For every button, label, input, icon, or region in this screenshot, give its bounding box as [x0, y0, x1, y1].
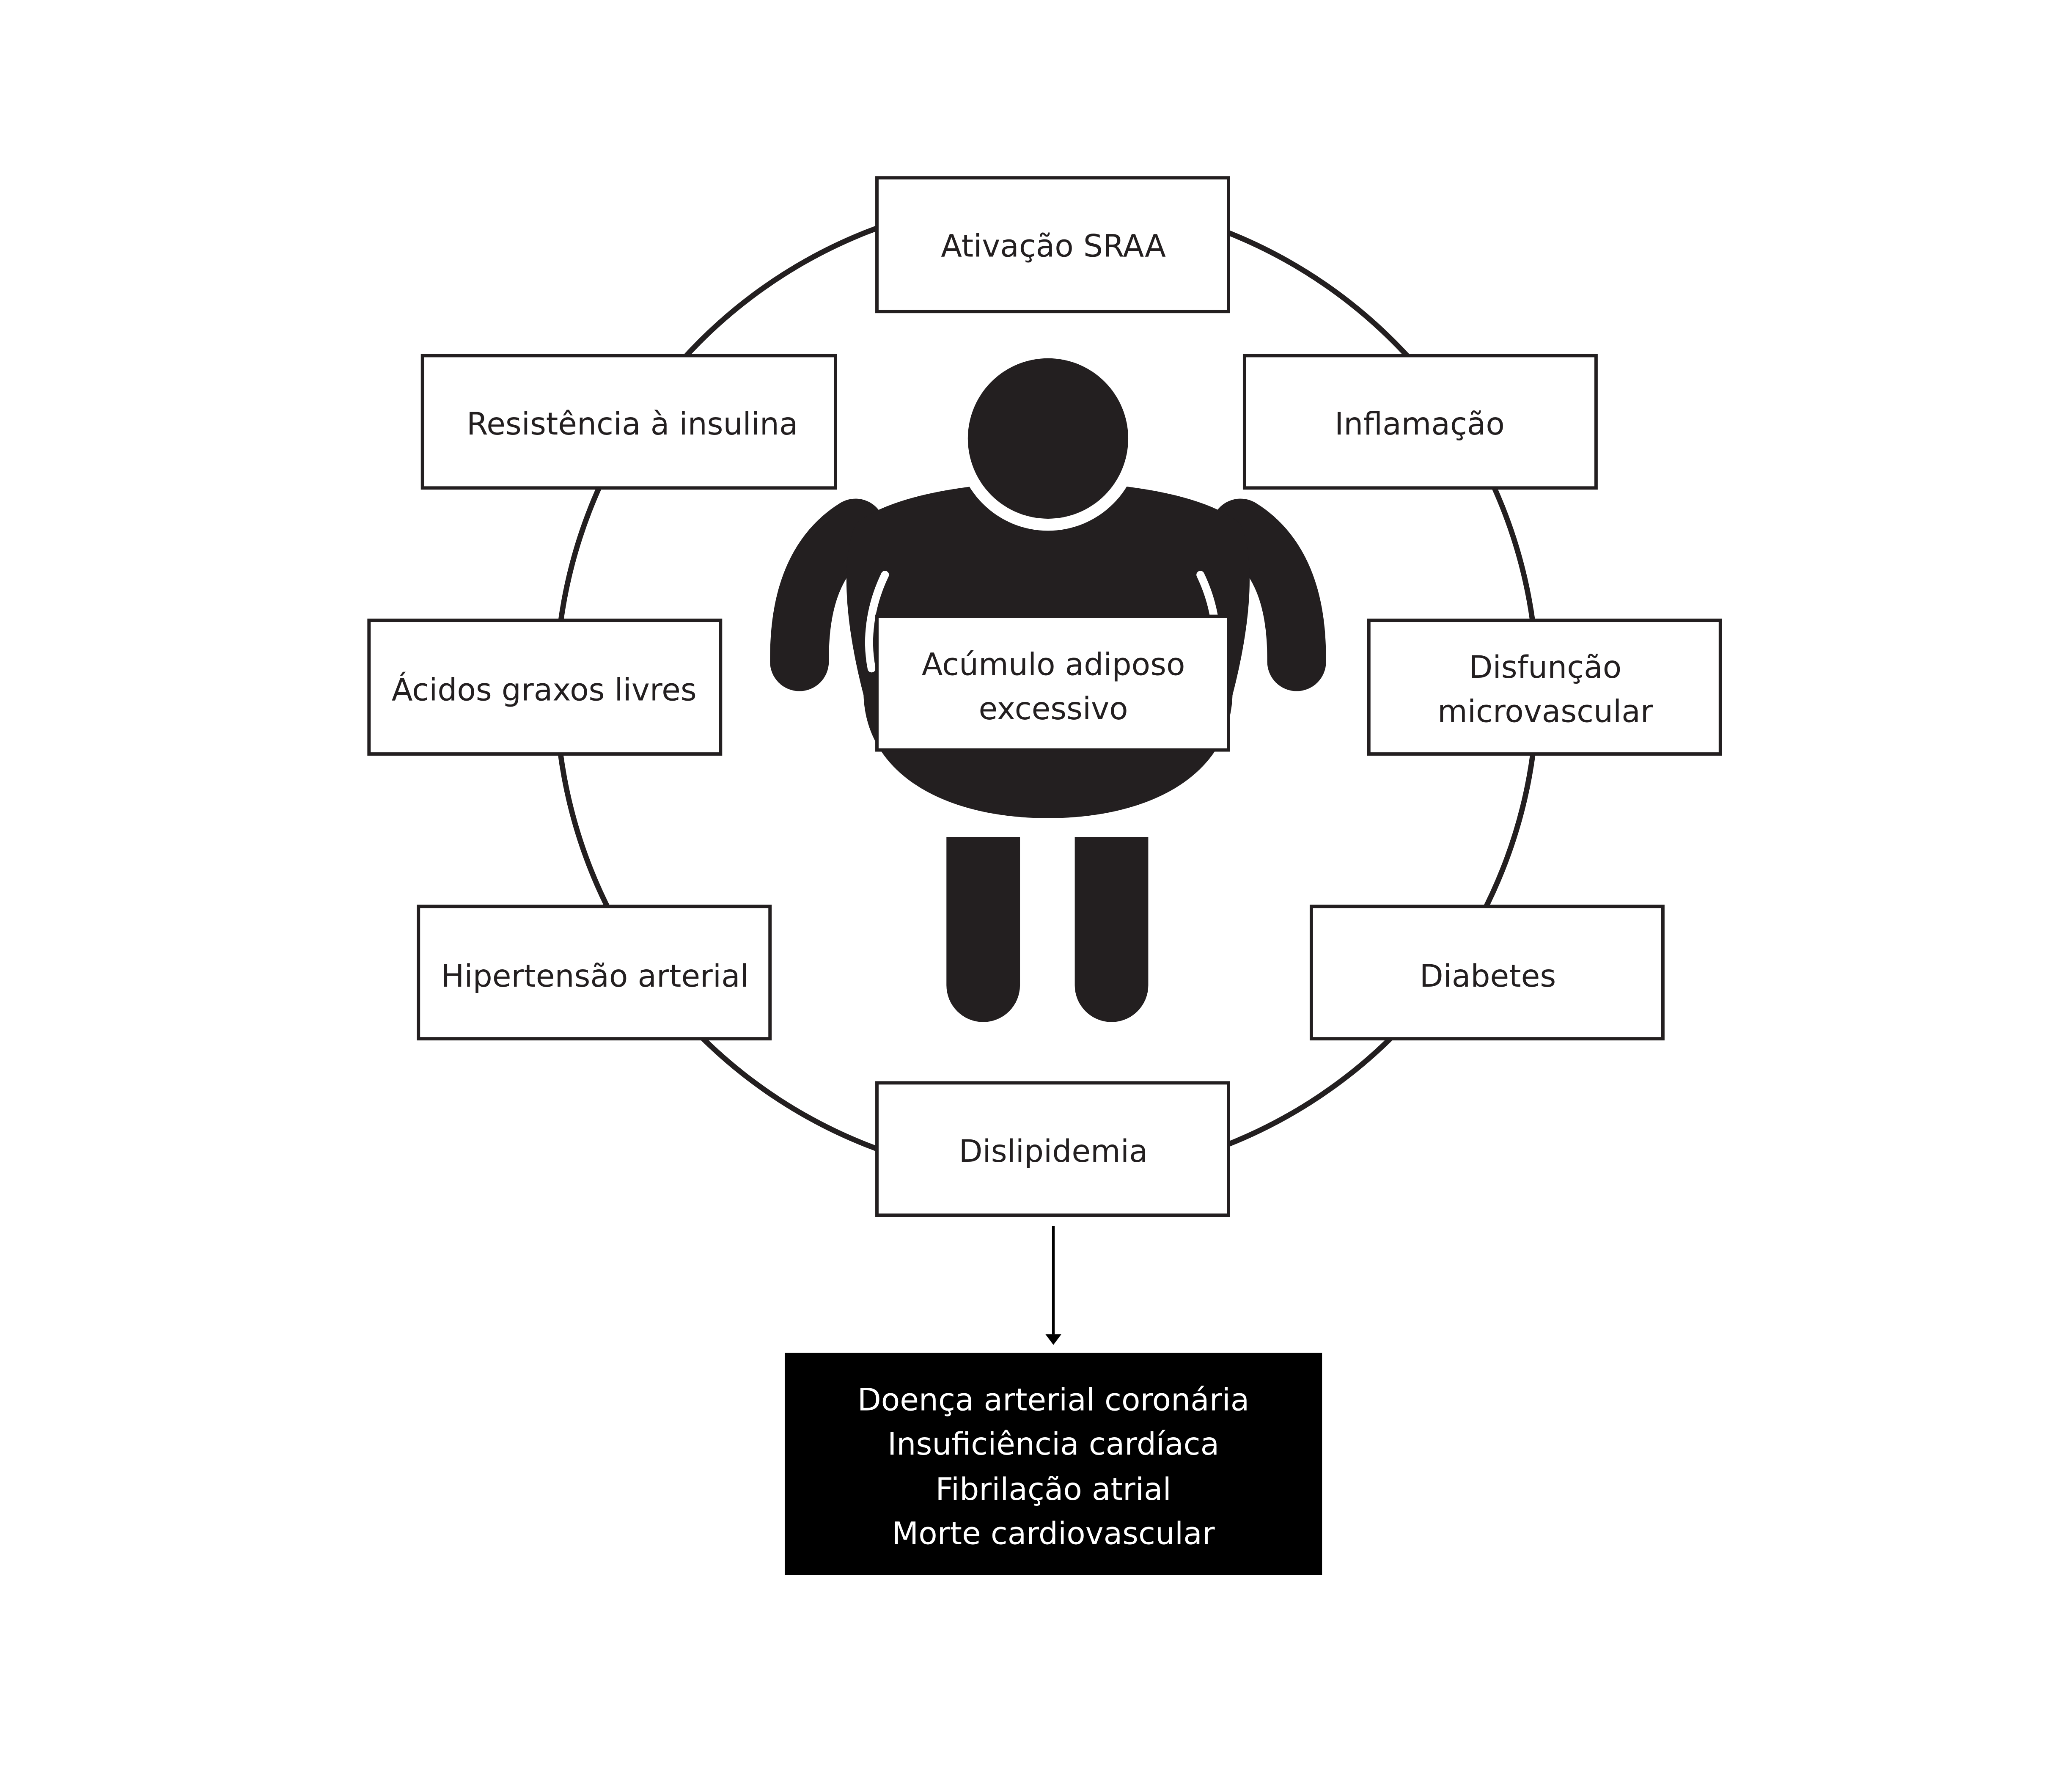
factor-label: Resistência à insulina: [467, 407, 798, 442]
factor-inflammation: Inflamação: [1242, 354, 1598, 490]
factor-label: microvascular: [1437, 694, 1653, 729]
factor-label: Hipertensão arterial: [441, 959, 749, 994]
outcome-item: Morte cardiovascular: [892, 1516, 1215, 1551]
factor-label: Diabetes: [1420, 959, 1556, 994]
down-arrow: [1045, 1226, 1062, 1345]
factor-raas: Ativação SRAA: [875, 176, 1230, 314]
factor-label: Inflamação: [1335, 407, 1505, 442]
outcome-item: Doença arterial coronária: [857, 1383, 1249, 1418]
factor-label: Dislipidemia: [959, 1134, 1148, 1169]
outcomes-box: Doença arterial coronária Insuficiência …: [784, 1353, 1322, 1575]
factor-microvascular-dysfunction: Disfunção microvascular: [1367, 619, 1722, 756]
center-label-line2: excessivo: [979, 691, 1128, 727]
factor-label: Disfunção: [1469, 650, 1622, 685]
factor-free-fatty-acids: Ácidos graxos livres: [367, 619, 723, 756]
outcome-item: Fibrilação atrial: [935, 1472, 1171, 1507]
factor-label: Ativação SRAA: [941, 229, 1166, 264]
center-label-line1: Acúmulo adiposo: [922, 647, 1185, 683]
factor-hypertension: Hipertensão arterial: [417, 905, 772, 1041]
center-box: Acúmulo adiposo excessivo: [875, 614, 1230, 752]
factor-dyslipidemia: Dislipidemia: [875, 1081, 1230, 1217]
outcome-item: Insuficiência cardíaca: [888, 1427, 1219, 1462]
factor-insulin-resistance: Resistência à insulina: [420, 354, 837, 490]
factor-diabetes: Diabetes: [1309, 905, 1665, 1041]
factor-label: Ácidos graxos livres: [392, 672, 697, 708]
